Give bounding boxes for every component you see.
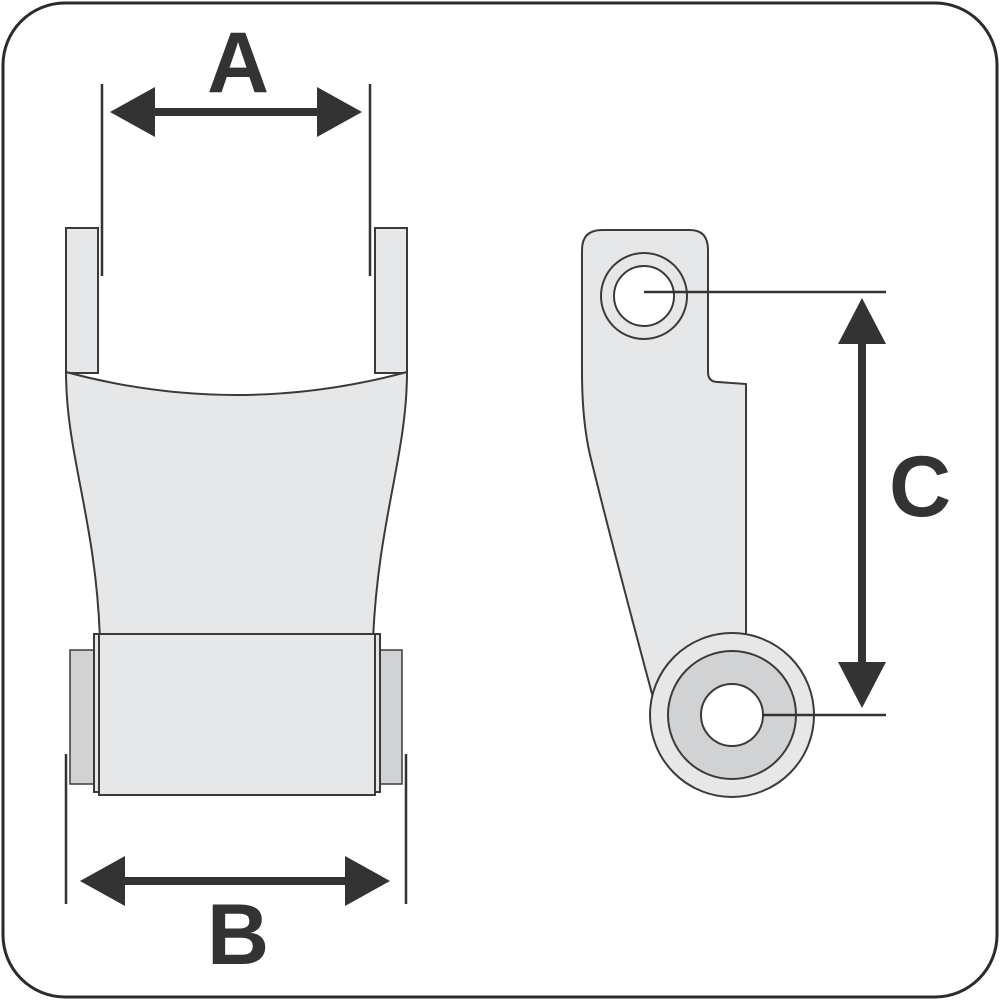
dimension-a: A xyxy=(100,15,372,276)
top-eye-hole xyxy=(613,265,675,327)
dimension-b-arrow-right xyxy=(345,856,390,906)
bottom-barrel xyxy=(98,633,376,796)
dimension-c-label: C xyxy=(889,439,951,535)
front-view xyxy=(64,227,409,796)
bottom-hole xyxy=(700,683,764,747)
dimension-a-label: A xyxy=(207,15,269,111)
dimension-c-arrow-bottom xyxy=(838,662,886,708)
dimension-a-arrow-right xyxy=(317,87,362,137)
dimension-b-arrow-left xyxy=(80,856,125,906)
dimension-a-arrow-left xyxy=(110,87,155,137)
shackle-body xyxy=(64,370,409,641)
dimension-b: B xyxy=(64,754,408,983)
side-view xyxy=(581,229,815,798)
left-fork-arm xyxy=(65,227,99,374)
dimension-b-label: B xyxy=(207,887,269,983)
right-fork-arm xyxy=(374,227,408,374)
side-lever-plate xyxy=(581,229,747,707)
dimension-c-arrow-top xyxy=(838,298,886,344)
dimension-c: C xyxy=(644,290,951,717)
